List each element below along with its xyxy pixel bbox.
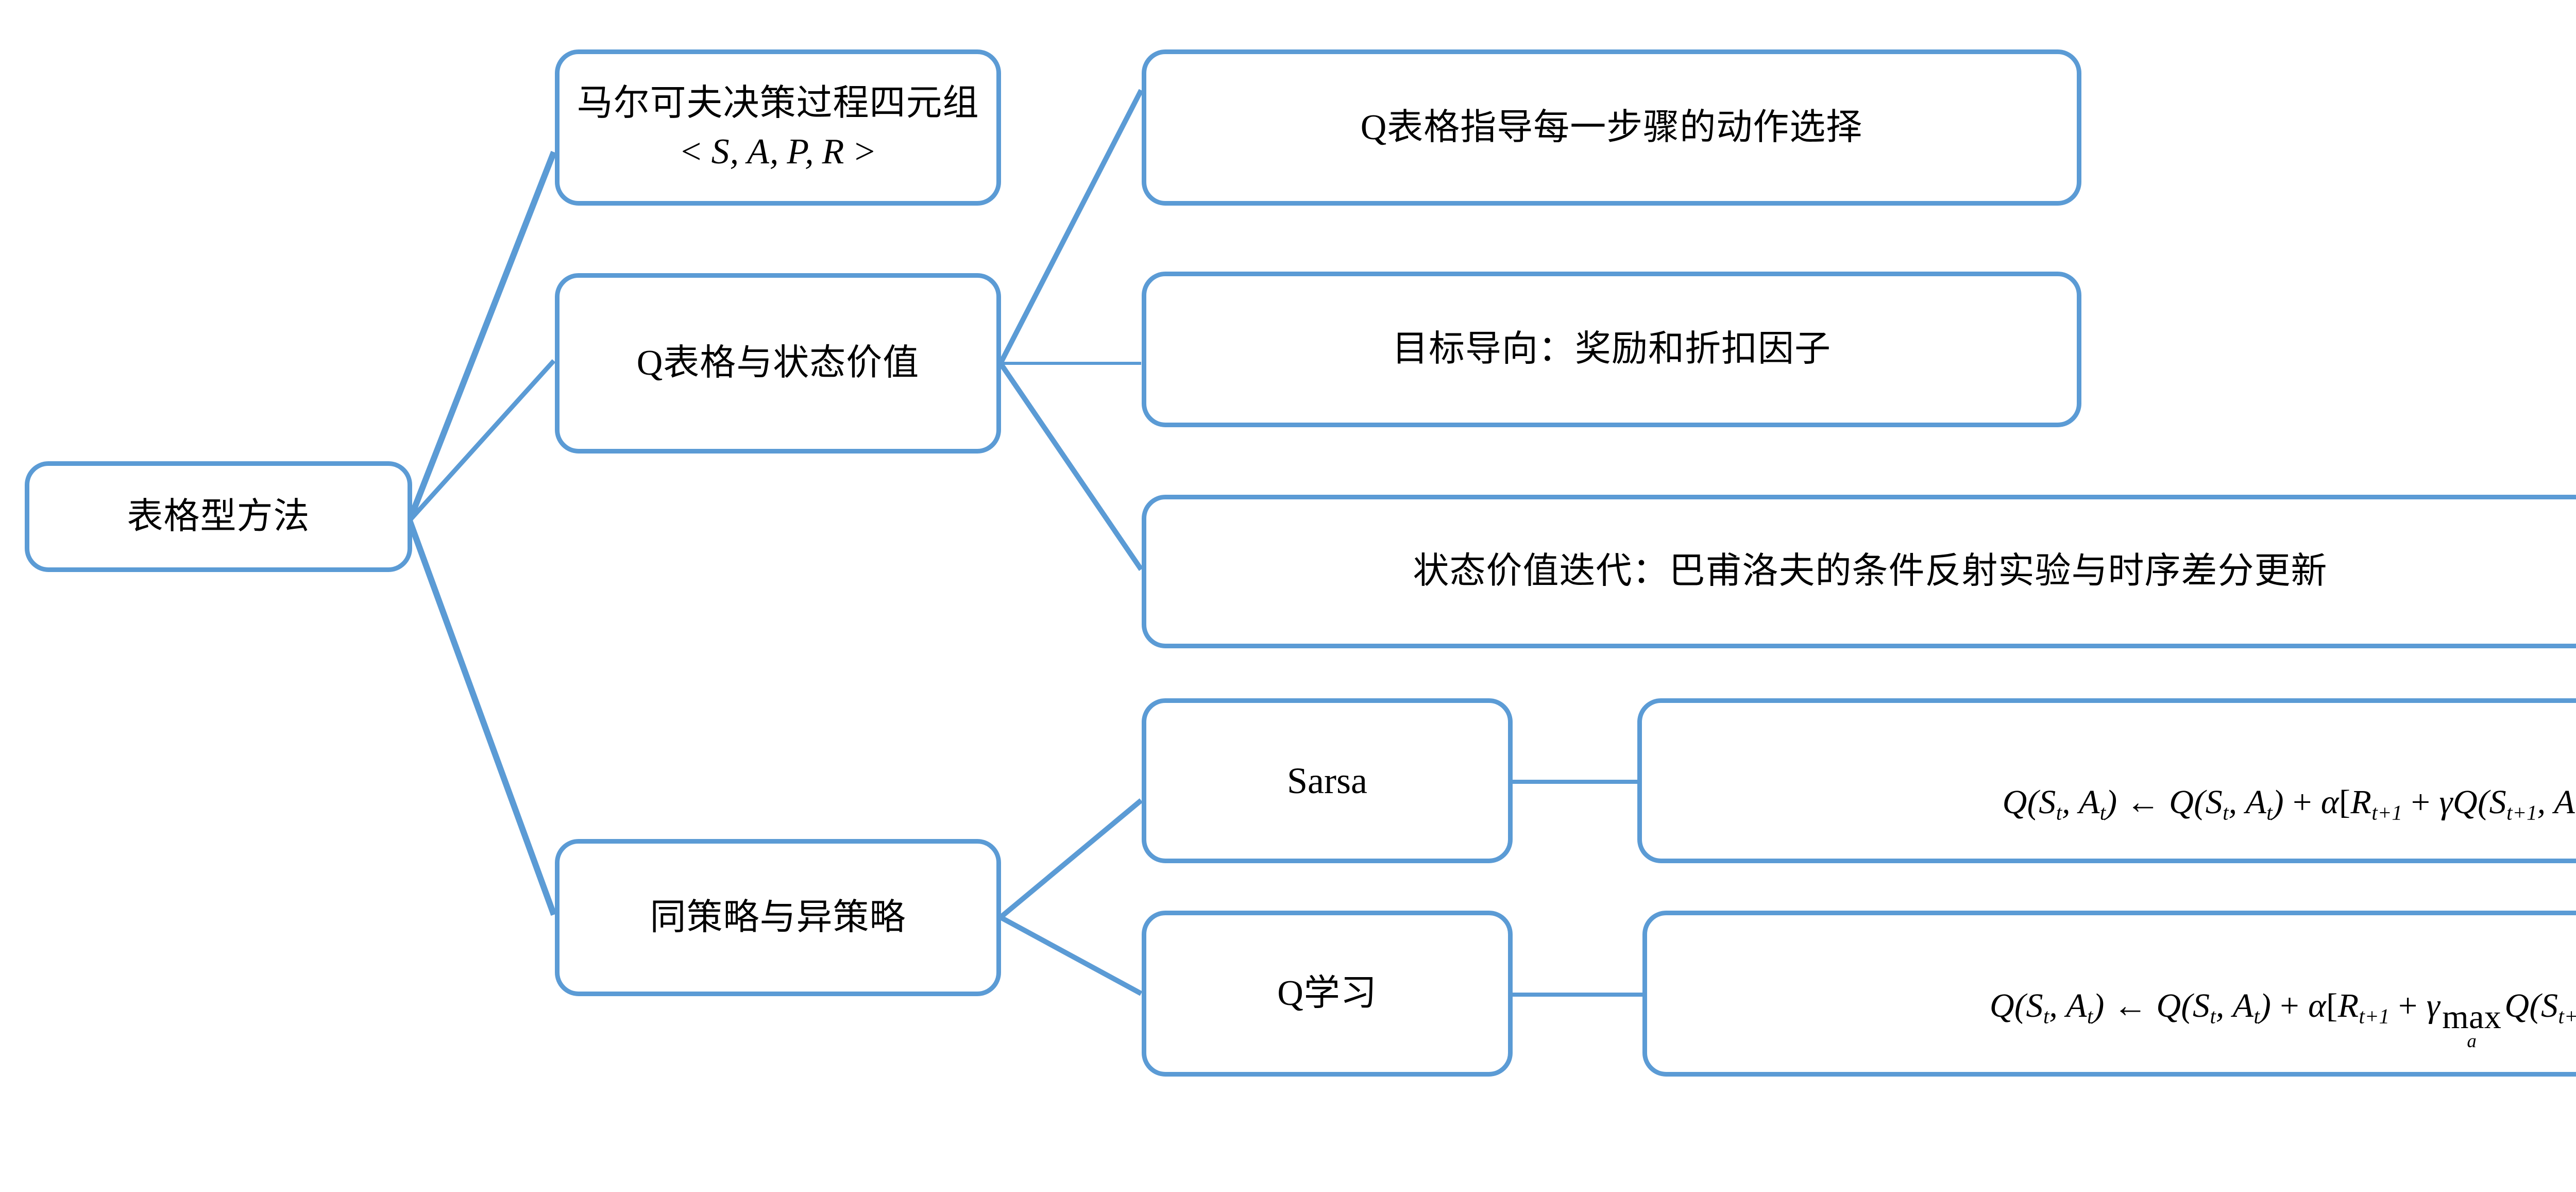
- node-sarsa-formula[interactable]: Q(St, At) ← Q(St, At) + α[Rt+1 + γQ(St+1…: [1637, 698, 2576, 863]
- sarsa-q2: Q(St, At): [2169, 783, 2284, 825]
- node-policies-label: 同策略与异策略: [650, 897, 906, 937]
- node-qlearning-label: Q学习: [1277, 973, 1377, 1014]
- sarsa-q1: Q(St, At): [2002, 783, 2117, 825]
- node-sarsa-label: Sarsa: [1287, 760, 1367, 801]
- node-policies[interactable]: 同策略与异策略: [555, 839, 1001, 996]
- edge-policies-to-qlearning: [999, 915, 1143, 996]
- sarsa-formula-expression: Q(St, At) ← Q(St, At) + α[Rt+1 + γQ(St+1…: [2002, 783, 2576, 825]
- edge-qtable-to-qguide: [998, 89, 1144, 365]
- node-value-iteration[interactable]: 状态价值迭代：巴甫洛夫的条件反射实验与时序差分更新: [1142, 495, 2576, 648]
- node-qtable-label: Q表格与状态价值: [636, 343, 920, 383]
- node-mdp-label: 马尔可夫决策过程四元组< S, A, P, R >: [577, 83, 979, 172]
- ql-q2: Q(St, At): [2156, 986, 2272, 1028]
- mdp-tuple-math: < S, A, P, R >: [679, 131, 877, 172]
- edge-root-to-policies: [406, 519, 557, 916]
- edge-root-to-mdp: [406, 150, 557, 522]
- node-qtable[interactable]: Q表格与状态价值: [555, 273, 1001, 454]
- node-qlearning[interactable]: Q学习: [1142, 911, 1513, 1077]
- node-root-label: 表格型方法: [127, 496, 310, 536]
- ql-q1: Q(St, At): [1989, 986, 2105, 1028]
- edge-qtable-to-valueiter: [998, 362, 1144, 571]
- edge-policies-to-sarsa: [998, 798, 1143, 919]
- node-value-iteration-label: 状态价值迭代：巴甫洛夫的条件反射实验与时序差分更新: [1413, 551, 2328, 592]
- node-mdp[interactable]: 马尔可夫决策过程四元组< S, A, P, R >: [555, 49, 1001, 206]
- edge-root-to-qtable: [408, 359, 556, 523]
- node-root[interactable]: 表格型方法: [25, 461, 412, 572]
- node-qtable-guide-label: Q表格指导每一步骤的动作选择: [1360, 107, 1863, 147]
- node-sarsa[interactable]: Sarsa: [1142, 698, 1513, 863]
- node-goal-oriented[interactable]: 目标导向：奖励和折扣因子: [1142, 272, 2081, 427]
- node-goal-oriented-label: 目标导向：奖励和折扣因子: [1392, 329, 1831, 370]
- node-qtable-guide[interactable]: Q表格指导每一步骤的动作选择: [1142, 49, 2081, 206]
